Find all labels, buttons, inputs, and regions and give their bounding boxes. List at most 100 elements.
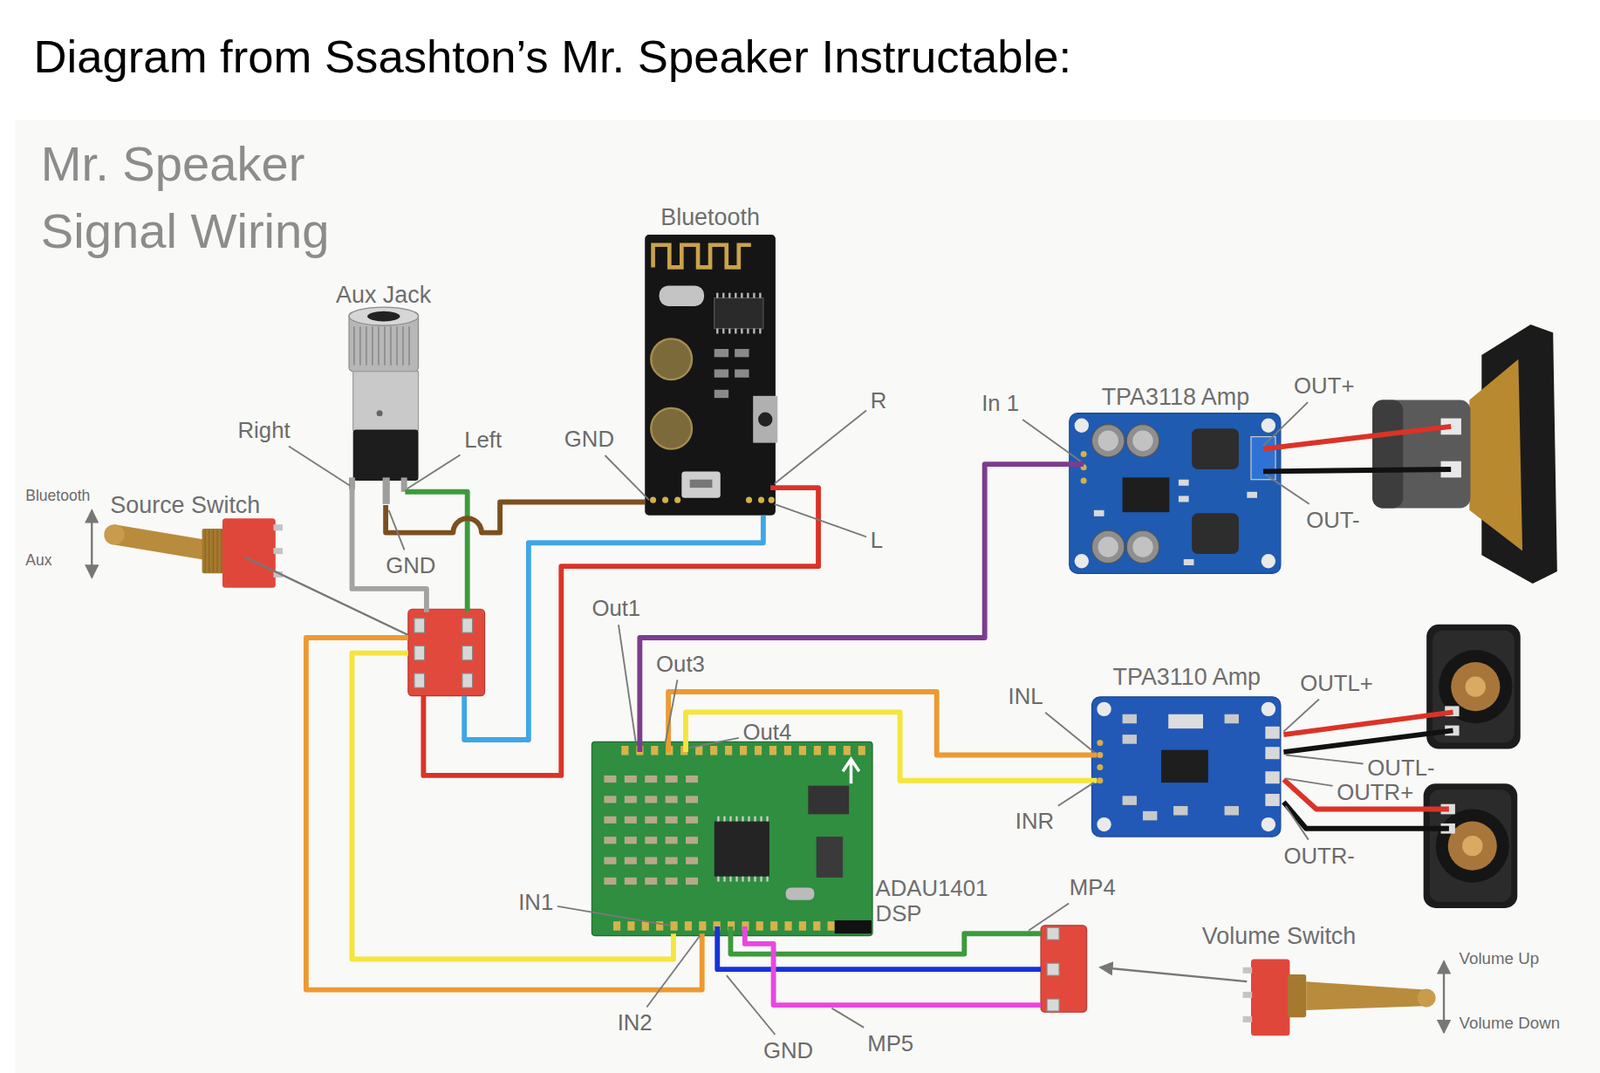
chip-pin <box>735 876 738 883</box>
speaker-dome <box>1462 835 1483 856</box>
board-arrow <box>842 758 860 784</box>
smd-part <box>644 836 657 844</box>
smd-part <box>1094 510 1105 517</box>
switch-position-label: Volume Up <box>1459 950 1540 970</box>
toggle-lever <box>114 524 212 561</box>
smd-part <box>644 775 657 783</box>
input-pin <box>1096 777 1103 784</box>
jack-rivet <box>376 410 383 417</box>
component-name: Bluetooth <box>660 204 760 232</box>
smd-part <box>1122 795 1137 806</box>
position-arrow <box>1442 961 1445 1033</box>
speaker-dome <box>1465 676 1486 697</box>
diagram-heading: Mr. Speaker Signal Wiring <box>41 130 378 267</box>
jack-knurl <box>408 326 411 365</box>
toggle-terminal <box>1243 967 1253 974</box>
smd-part <box>734 369 749 377</box>
header-pin <box>724 745 732 756</box>
chip <box>714 298 764 329</box>
chip-pin <box>765 816 768 822</box>
signal-wire <box>385 501 645 533</box>
smd-part <box>1224 806 1239 816</box>
switch-position-label: Volume Down <box>1459 1014 1560 1034</box>
smd-part <box>603 857 616 865</box>
inductor <box>1191 428 1239 470</box>
chip-pin <box>752 328 755 335</box>
signal-wire <box>352 653 674 960</box>
leader-line <box>774 504 867 537</box>
header-pin <box>684 921 692 931</box>
smd-part <box>624 795 637 803</box>
pin-label: IN2 <box>617 1010 653 1037</box>
component-name: ADAU1401 DSP <box>875 875 1004 928</box>
header-pin <box>670 921 677 931</box>
smd-part <box>603 836 616 844</box>
toggle-collar <box>202 528 226 574</box>
switch-terminal-block <box>1040 925 1088 1012</box>
chip-pin <box>740 293 743 299</box>
dsp-chip <box>714 821 770 877</box>
jack-base <box>353 429 419 480</box>
chip-pin <box>740 328 743 335</box>
header-pin <box>858 745 866 756</box>
aux-jack: Aux Jack <box>328 281 439 509</box>
page-title: Diagram from Ssashton’s Mr. Speaker Inst… <box>34 30 1073 84</box>
leader-line <box>665 679 678 743</box>
speaker-face <box>1432 630 1515 744</box>
inductor <box>1191 512 1239 554</box>
capacitor <box>1126 424 1159 458</box>
output-terminal <box>1264 793 1279 807</box>
smd-part <box>644 877 657 885</box>
header-pin <box>769 745 777 756</box>
toggle-body <box>1251 958 1290 1036</box>
smd-part <box>714 369 729 377</box>
header-pin <box>642 921 650 931</box>
pin-label: R <box>870 387 888 414</box>
toggle-thread <box>212 529 214 573</box>
usb-socket-hole <box>690 479 713 488</box>
header-pin <box>784 921 792 931</box>
toggle-terminal <box>1243 1016 1253 1023</box>
output-terminal <box>1264 726 1279 739</box>
leader-line <box>646 936 700 1008</box>
chip-pin <box>722 328 725 335</box>
leader-line <box>288 445 350 486</box>
leader-line <box>1285 755 1364 765</box>
jack-knurl <box>383 326 386 365</box>
pin-label: OUTR- <box>1283 842 1354 869</box>
header-pin <box>662 497 669 504</box>
bluetooth-module: Bluetooth <box>641 204 780 518</box>
signal-wire <box>685 711 1097 780</box>
mounting-hole <box>1074 418 1089 433</box>
smd-part <box>665 816 678 824</box>
mounting-hole <box>1261 553 1276 568</box>
leader-line <box>1285 778 1334 786</box>
switch-terminal <box>414 645 425 660</box>
capacitor <box>1092 530 1125 563</box>
eeprom <box>816 836 843 878</box>
smd-part <box>665 795 678 803</box>
header-pin <box>621 745 629 756</box>
leader-group <box>288 402 1364 1035</box>
leader-line <box>1264 474 1309 505</box>
chip-pin <box>759 876 762 883</box>
leader-line <box>557 906 671 926</box>
amplifier-pcb <box>1069 413 1281 575</box>
dsp-pcb <box>591 741 873 936</box>
smd-part <box>665 857 678 865</box>
signal-wire <box>717 926 1041 970</box>
speaker-cone <box>1448 821 1498 871</box>
signal-wire <box>352 487 427 613</box>
header-pin <box>650 745 658 756</box>
switch-terminal <box>1046 963 1060 976</box>
smd-part <box>685 857 698 865</box>
pin-label: IN1 <box>518 889 554 917</box>
jack-knurl <box>396 326 398 365</box>
header-pin <box>768 497 775 504</box>
component-name: Source Switch <box>109 492 260 520</box>
header-pin <box>770 921 778 931</box>
signal-wire <box>639 464 1084 753</box>
chip-pin <box>758 293 761 299</box>
pin-label: MP5 <box>867 1030 914 1057</box>
chip-pin <box>729 876 732 883</box>
